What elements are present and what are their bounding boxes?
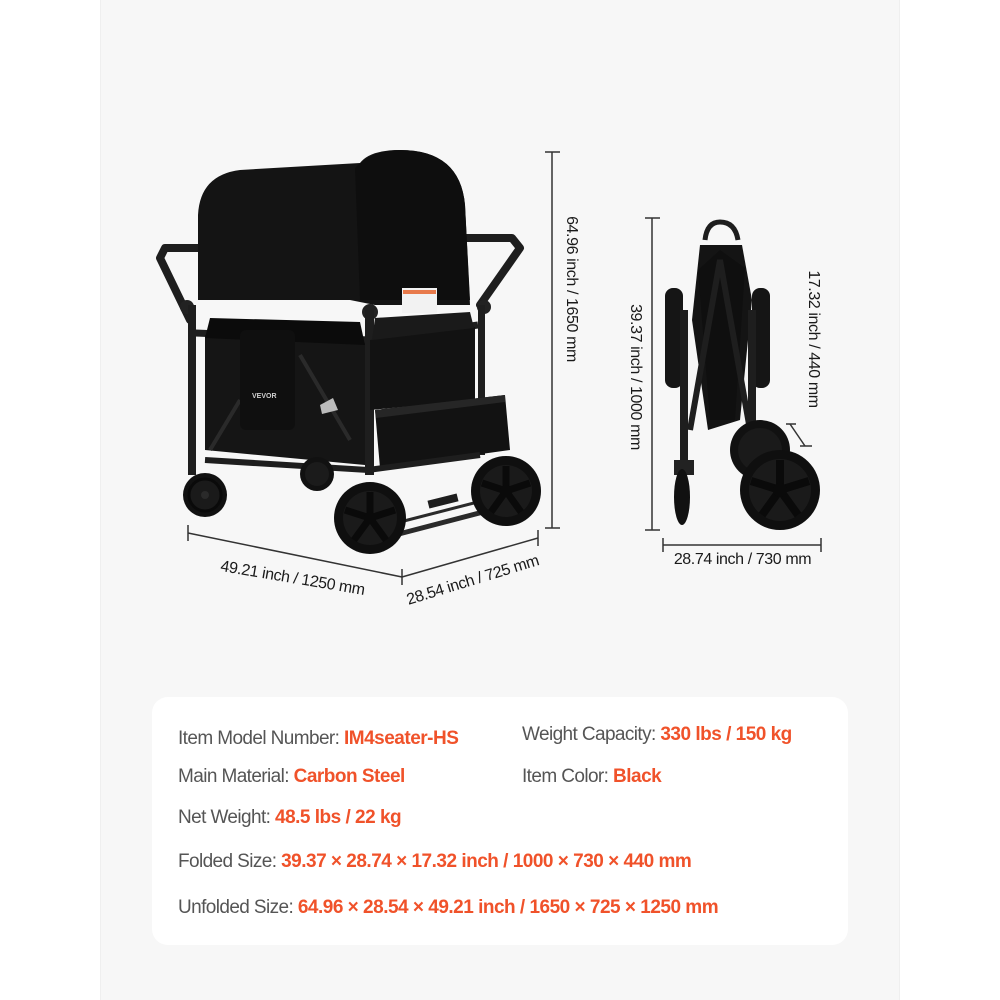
- folded-height-label: 39.37 inch / 1000 mm: [627, 304, 644, 450]
- unfolded-height-label: 64.96 inch / 1650 mm: [563, 216, 580, 362]
- dimension-lines-folded: [645, 217, 822, 552]
- spec-label: Item Color:: [522, 766, 613, 787]
- dimension-lines-unfolded: [187, 151, 560, 585]
- folded-depth-label: 17.32 inch / 440 mm: [805, 270, 822, 408]
- spec-value: 48.5 lbs / 22 kg: [275, 807, 402, 828]
- spec-value: Carbon Steel: [293, 766, 406, 787]
- product-illustration: VEVOR: [156, 150, 822, 585]
- spec-weight-capacity: Weight Capacity: 330 lbs / 150 kg: [522, 724, 792, 746]
- spec-card: Item Model Number: IM4seater-HS Weight C…: [152, 697, 848, 945]
- spec-value: IM4seater-HS: [344, 728, 459, 749]
- spec-label: Unfolded Size:: [178, 897, 298, 918]
- wheel: [334, 482, 406, 554]
- spec-value: 64.96 × 28.54 × 49.21 inch / 1650 × 725 …: [297, 897, 719, 918]
- folded-width-label: 28.74 inch / 730 mm: [673, 551, 812, 568]
- folded-wagon-image: [665, 219, 820, 530]
- spec-label: Item Model Number:: [178, 728, 344, 749]
- unfolded-wagon-image: VEVOR: [156, 150, 541, 554]
- spec-label: Weight Capacity:: [522, 724, 661, 745]
- wheel: [471, 456, 541, 526]
- spec-model-number: Item Model Number: IM4seater-HS: [178, 728, 459, 750]
- wheel: [183, 473, 227, 517]
- spec-label: Main Material:: [178, 766, 294, 787]
- spec-value: 39.37 × 28.74 × 17.32 inch / 1000 × 730 …: [281, 851, 692, 872]
- spec-label: Net Weight:: [178, 807, 275, 828]
- spec-main-material: Main Material: Carbon Steel: [178, 766, 405, 788]
- spec-item-color: Item Color: Black: [522, 766, 662, 788]
- spec-label: Folded Size:: [178, 851, 282, 872]
- spec-folded-size: Folded Size: 39.37 × 28.74 × 17.32 inch …: [178, 851, 692, 873]
- wheel: [300, 457, 334, 491]
- spec-net-weight: Net Weight: 48.5 lbs / 22 kg: [178, 807, 402, 829]
- spec-value: Black: [613, 766, 662, 787]
- spec-unfolded-size: Unfolded Size: 64.96 × 28.54 × 49.21 inc…: [178, 897, 719, 919]
- brand-logo: VEVOR: [252, 393, 277, 400]
- spec-value: 330 lbs / 150 kg: [660, 724, 792, 745]
